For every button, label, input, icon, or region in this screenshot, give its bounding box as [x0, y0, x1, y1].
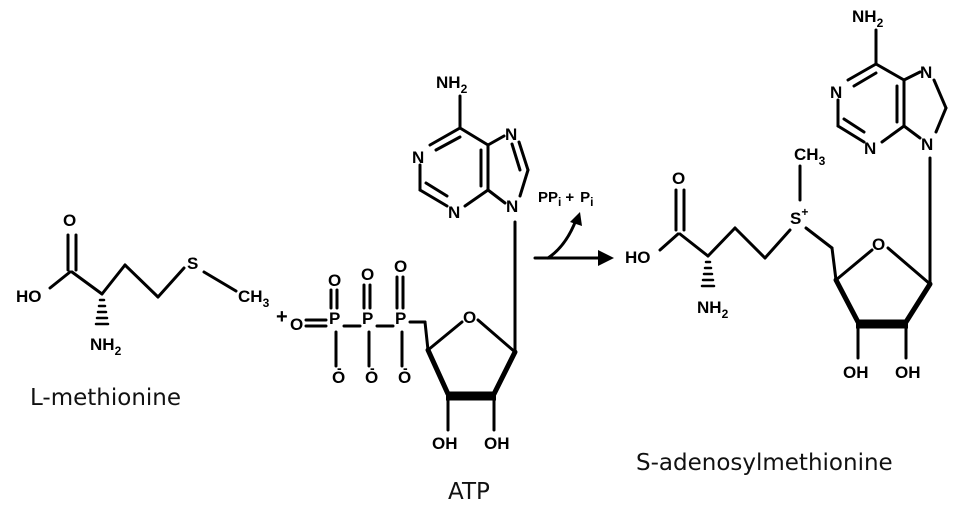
methionine-hashed-bond: [94, 298, 110, 326]
atp-oxo-oxygen-3-label: O: [394, 257, 407, 276]
reactant-plus-sign: +: [276, 306, 288, 328]
sam-cg-s-bond: [763, 228, 792, 260]
sam-cb-cg-bond: [733, 226, 767, 260]
sam-ca-cb-bond: [706, 226, 737, 258]
methionine-s-ch3-bond: [202, 270, 238, 293]
atp-adenine-n1-label: N: [412, 148, 424, 167]
sam-hydroxyl-2-label: OH: [895, 363, 921, 382]
atp-phosphorus-1-label: P: [329, 309, 340, 328]
atp-imidazole-bond-1: [486, 134, 506, 147]
sam-adenine-bond-6: [874, 62, 906, 82]
methionine-methyl-label: CH3: [238, 287, 270, 310]
sam-adenine-amine-label: NH2: [852, 7, 884, 30]
sam-adenine-bond-3b: [842, 117, 866, 134]
sam-hydroxyl-label: HO: [625, 248, 651, 267]
reaction-arrow: PPi+Pi: [533, 189, 614, 266]
atp-hydroxyl-1-label: OH: [432, 434, 458, 453]
atp-adenine-n9-label: N: [506, 197, 518, 216]
atp-adenine-bond-1: [428, 126, 462, 147]
atp-anion-oxygen-3-label: O: [398, 368, 411, 387]
atp-anion-oxygen-2-label: O: [365, 368, 378, 387]
sam-imidazole-bond-4: [902, 124, 922, 140]
atp-adenine-bond-1b: [434, 135, 462, 152]
sam-methyl-label: CH3: [794, 145, 826, 168]
methionine-cb-cg-bond: [123, 263, 160, 299]
atp-oxo-oxygen-2-label: O: [361, 265, 374, 284]
atp-name: ATP: [448, 479, 490, 505]
methionine-hydroxyl-label: HO: [16, 287, 42, 306]
sam-c-oh-bond: [658, 232, 680, 252]
sam-adenine-n3-label: N: [864, 139, 876, 158]
sam-ribose-c4-o-bond: [834, 248, 874, 282]
methionine-oxygen-label: O: [63, 211, 76, 230]
atp-ribose-c1-c2-bond: [491, 349, 518, 397]
atp-ribose-o-c1-bond: [476, 318, 517, 354]
reaction-arrow-head: [598, 250, 614, 266]
atp-ribose-c4-o-bond: [426, 320, 464, 352]
atp-hydroxyl-2-label: OH: [484, 434, 510, 453]
atp-adenine-bond-3: [418, 188, 449, 208]
atp-imidazole-bond-4: [486, 188, 507, 205]
atp-bridge-oxygen-label: O: [290, 315, 303, 334]
s-adenosylmethionine-structure: O HO NH2 S+ CH3 O OH OH N: [625, 7, 948, 476]
s-adenosylmethionine-name: S-adenosylmethionine: [636, 450, 893, 476]
atp-phosphorus-2-label: P: [362, 309, 373, 328]
atp-ribose-oxygen-label: O: [463, 308, 476, 327]
sam-amine-label: NH2: [697, 298, 729, 321]
byproduct-curved-arrow: [546, 218, 578, 260]
sam-adenine-n7-label: N: [920, 63, 932, 82]
l-methionine-structure: O HO S CH3 NH2 L-methionine: [16, 211, 270, 411]
atp-adenine-bond-4: [463, 188, 490, 208]
methionine-c-oh-bond: [48, 270, 72, 290]
atp-adenine-n3-label: N: [448, 203, 460, 222]
atp-imidazole-bond-3: [518, 168, 530, 198]
methionine-amine-label: NH2: [90, 335, 122, 358]
atp-adenine-amine-label: NH2: [436, 73, 468, 96]
atp-imidazole-bond-2: [517, 140, 530, 172]
sam-adenine-bond-3: [836, 124, 866, 144]
atp-c5-bond: [423, 320, 430, 352]
atp-charge-2: -: [370, 360, 375, 376]
sam-oxygen-label: O: [672, 169, 685, 188]
methionine-cg-s-bond: [156, 266, 186, 299]
atp-structure: O P P P O O O O O O - - -: [290, 73, 530, 505]
byproduct-arrow-head: [570, 212, 582, 226]
sam-ribose-o-c1-bond: [886, 246, 932, 286]
sam-adenine-n1-label: N: [830, 83, 842, 102]
atp-adenine-bond-6: [458, 126, 490, 147]
methionine-sulfur-label: S: [187, 254, 198, 273]
atp-charge-1: -: [337, 360, 342, 376]
methionine-c-ca-bond: [70, 270, 104, 296]
sam-ribose-oxygen-label: O: [872, 235, 885, 254]
atp-phosphorus-3-label: P: [395, 309, 406, 328]
atp-anion-oxygen-1-label: O: [332, 368, 345, 387]
sam-ribose-c4-c3-bond: [833, 277, 861, 325]
sam-c-ca-bond: [678, 232, 710, 258]
sam-adenine-bond-1b: [852, 71, 878, 88]
l-methionine-name: L-methionine: [30, 385, 181, 411]
sam-imidazole-bond-1: [902, 70, 922, 82]
sam-hydroxyl-1-label: OH: [843, 363, 869, 382]
sam-adenine-bond-4: [880, 124, 906, 144]
methionine-ca-cb-bond: [100, 263, 127, 296]
atp-charge-3: -: [403, 360, 408, 376]
atp-adenine-bond-3b: [424, 181, 449, 198]
sam-imidazole-bond-3: [934, 106, 948, 134]
sam-sulfonium-label: S+: [790, 205, 808, 228]
atp-adenine-n7-label: N: [505, 125, 517, 144]
sam-imidazole-bond-2: [932, 78, 948, 110]
byproducts-label: PPi+Pi: [538, 189, 593, 209]
atp-oxo-oxygen-1-label: O: [328, 271, 341, 290]
sam-adenine-n9-label: N: [921, 135, 933, 154]
sam-adenine-bond-1: [846, 62, 878, 82]
atp-imidazole-bond-2b: [510, 142, 522, 172]
sam-c5-c4-bond: [830, 246, 838, 282]
sam-s-c5-bond: [804, 226, 834, 250]
sam-ribose-c1-c2-bond: [903, 281, 933, 325]
sam-hashed-bond: [700, 260, 716, 288]
atp-ribose-c4-c3-bond: [425, 347, 451, 397]
